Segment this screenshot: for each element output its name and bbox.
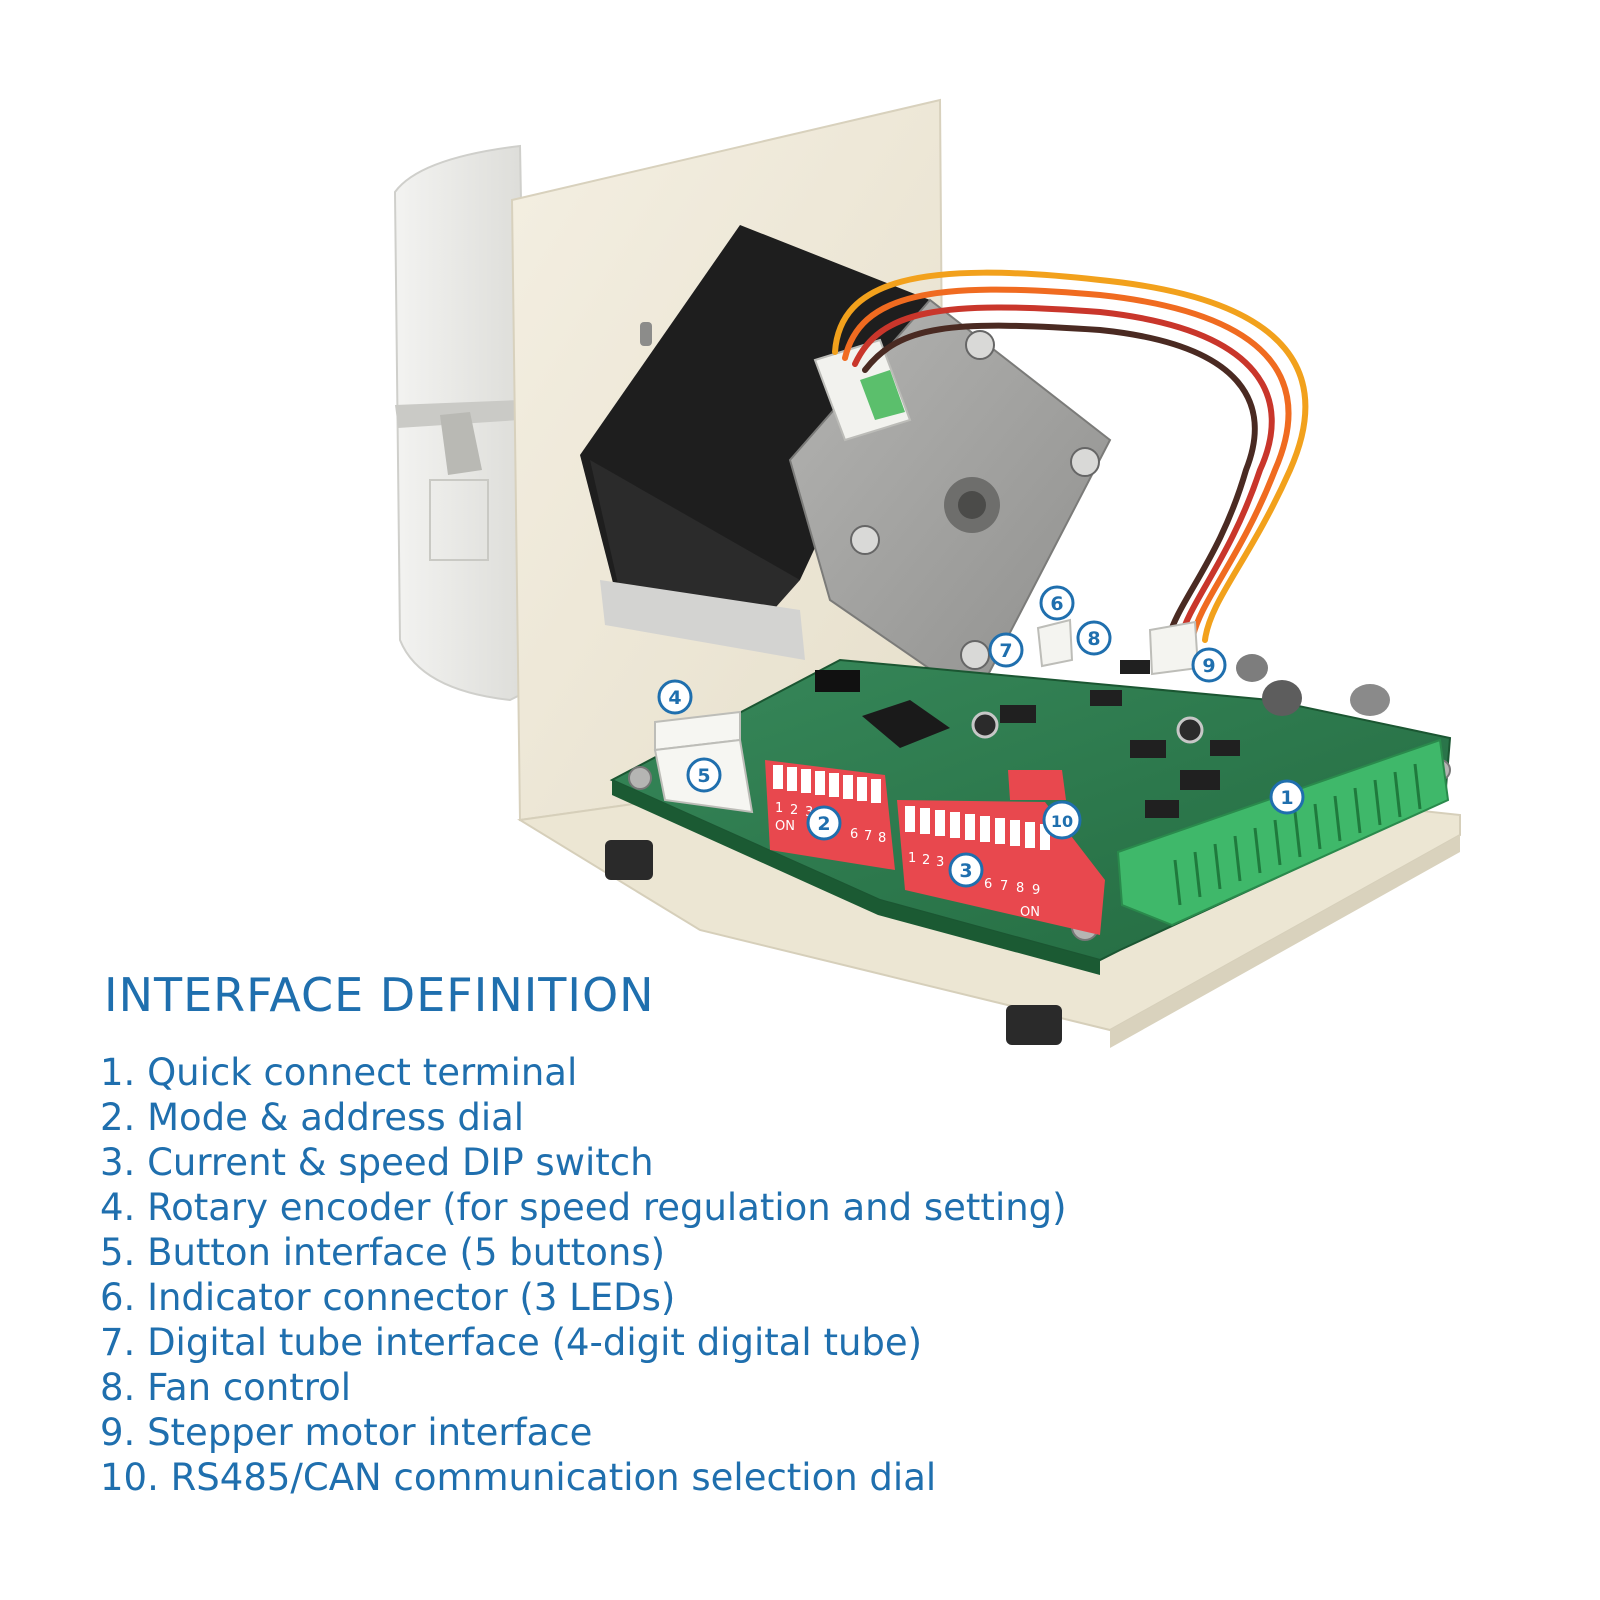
callout-marker-7: 7 [988, 632, 1024, 668]
definition-item: 4. Rotary encoder (for speed regulation … [100, 1186, 1067, 1229]
pump-head [393, 144, 532, 702]
dip2-num: 8 [878, 831, 886, 846]
definition-item: 10. RS485/CAN communication selection di… [100, 1456, 937, 1499]
dip3-num: 9 [1032, 883, 1040, 898]
definition-item: 5. Button interface (5 buttons) [100, 1231, 666, 1274]
section-heading: INTERFACE DEFINITION [104, 968, 655, 1022]
definition-item: 1. Quick connect terminal [100, 1051, 578, 1094]
svg-text:8: 8 [1087, 628, 1100, 650]
svg-text:5: 5 [697, 765, 710, 787]
dip3-num: 2 [922, 853, 930, 868]
foot [1006, 1005, 1062, 1045]
dip2-on-label: ON [775, 819, 795, 834]
svg-text:6: 6 [1050, 593, 1063, 615]
definition-item: 8. Fan control [100, 1366, 352, 1409]
callout-marker-5: 5 [686, 757, 722, 793]
motor-wires [832, 269, 1309, 643]
definition-item: 6. Indicator connector (3 LEDs) [100, 1276, 676, 1319]
quick-connect-terminal [1116, 738, 1450, 927]
dip2-num: 6 [850, 827, 858, 842]
svg-text:7: 7 [999, 640, 1012, 662]
dip3-num: 1 [908, 851, 916, 866]
callout-marker-8: 8 [1076, 620, 1112, 656]
dip2-num: 3 [805, 805, 813, 820]
dip3-num: 8 [1016, 881, 1024, 896]
callout-marker-3: 3 [948, 852, 984, 888]
definition-item: 2. Mode & address dial [100, 1096, 525, 1139]
dip3-on-label: ON [1020, 905, 1040, 920]
svg-text:3: 3 [959, 860, 972, 882]
dip3-num: 6 [984, 877, 992, 892]
dip2-num: 7 [864, 829, 872, 844]
callout-marker-1: 1 [1269, 779, 1305, 815]
svg-text:2: 2 [817, 813, 830, 835]
callout-marker-6: 6 [1039, 585, 1075, 621]
dip2-num: 2 [790, 803, 798, 818]
dip2-num: 1 [775, 801, 783, 816]
interface-definition-list: 1. Quick connect terminal 2. Mode & addr… [100, 1050, 1067, 1500]
dip3-num: 7 [1000, 879, 1008, 894]
rs485-can-dial [1008, 770, 1066, 800]
dip3-num: 3 [936, 855, 944, 870]
svg-text:1: 1 [1280, 787, 1293, 809]
callout-marker-4: 4 [657, 679, 693, 715]
svg-text:10: 10 [1051, 812, 1073, 831]
definition-item: 7. Digital tube interface (4-digit digit… [100, 1321, 923, 1364]
svg-text:4: 4 [668, 687, 681, 709]
callout-marker-9: 9 [1191, 647, 1227, 683]
callout-marker-10: 10 [1042, 800, 1082, 840]
callout-marker-2: 2 [806, 805, 842, 841]
definition-item: 9. Stepper motor interface [100, 1411, 593, 1454]
product-photo: 1 2 3 6 7 8 ON 1 2 3 6 7 8 9 ON [393, 98, 1461, 1048]
definition-item: 3. Current & speed DIP switch [100, 1141, 654, 1184]
svg-text:9: 9 [1202, 655, 1215, 677]
foot [605, 840, 653, 880]
